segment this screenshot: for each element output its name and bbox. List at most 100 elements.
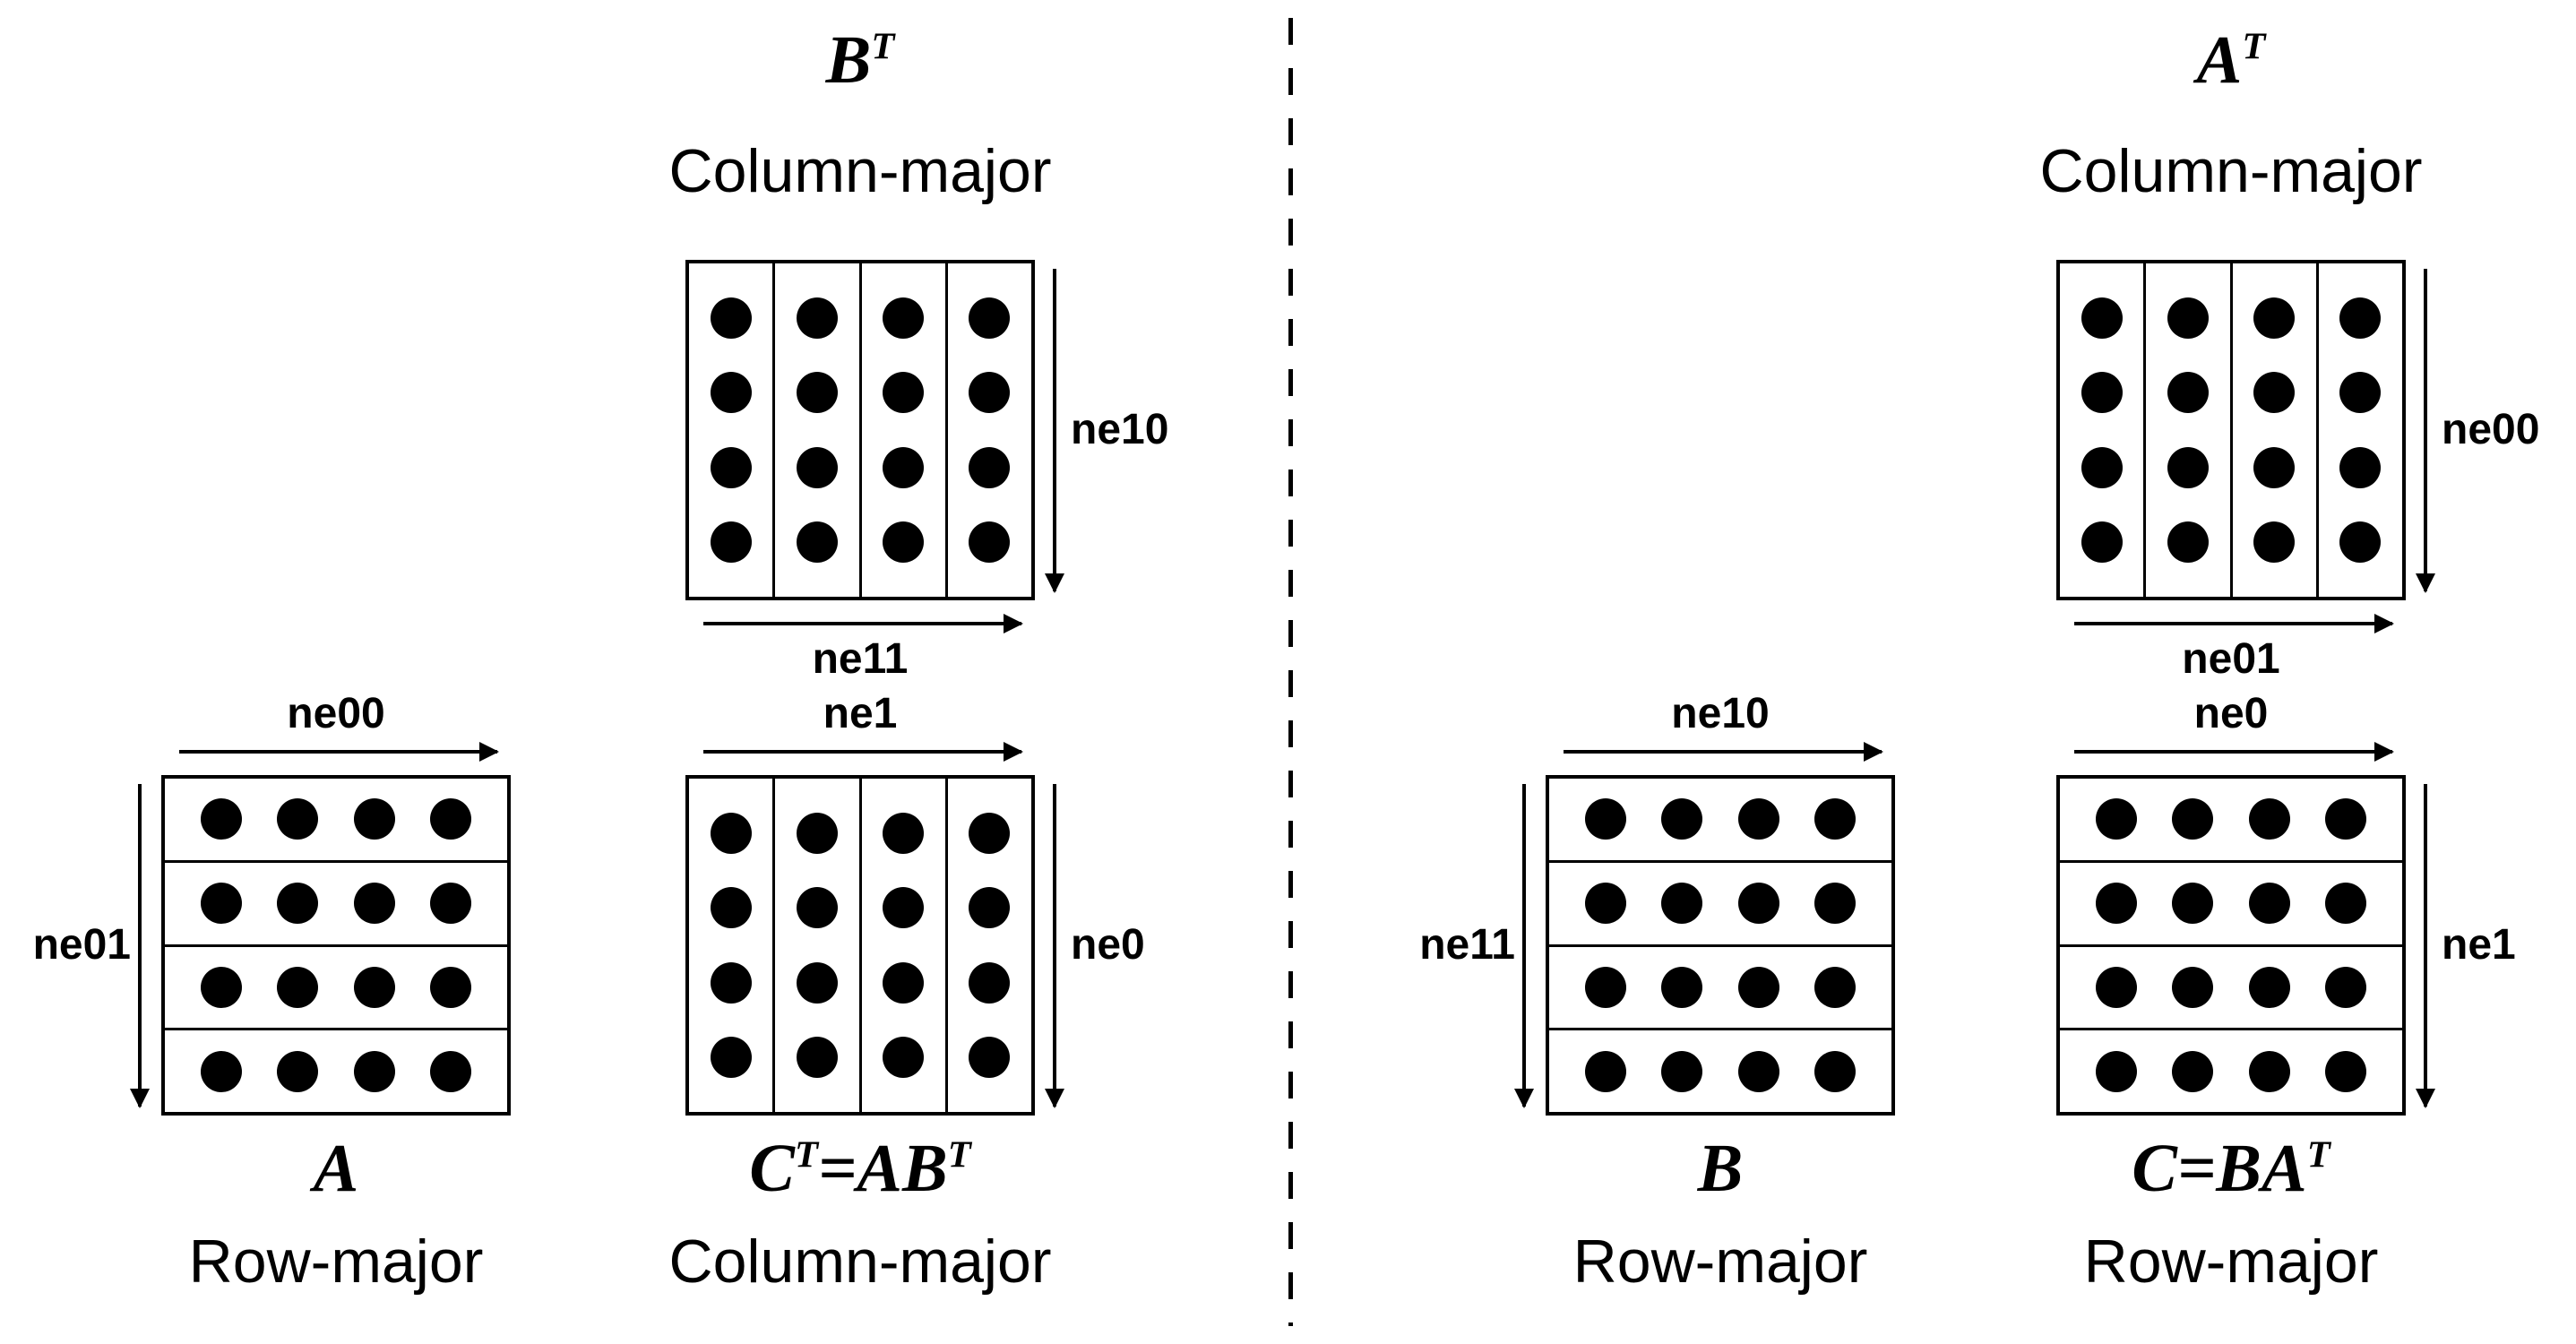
matrix-dot — [1737, 1050, 1779, 1092]
matrix-dot — [2167, 372, 2209, 414]
matrix-group-c-transpose: ne1 ne0 CT=ABT Column-major — [669, 691, 1145, 1294]
matrix-dot — [277, 798, 319, 840]
matrix-dot — [277, 883, 319, 925]
matrix-dot — [1814, 966, 1857, 1008]
matrix-cell — [1549, 943, 1891, 1029]
matrix-dot — [710, 297, 752, 339]
storage-label-a-transpose: Column-major — [2039, 137, 2423, 205]
matrix-cell — [858, 779, 945, 1112]
matrix-cell — [2143, 263, 2229, 597]
matrix-dot — [430, 1050, 472, 1092]
matrix-group-b-transpose: BT Column-major ne10 ne11 — [669, 22, 1169, 682]
matrix-dot — [883, 1037, 925, 1079]
matrix-dot — [200, 883, 242, 925]
matrix-dot — [1584, 966, 1626, 1008]
matrix-cell — [2229, 263, 2316, 597]
arrow-down-icon — [1053, 269, 1056, 591]
matrix-dot — [200, 966, 242, 1008]
matrix-cell — [165, 1028, 507, 1112]
matrix-dot — [969, 446, 1011, 488]
matrix-group-a-transpose: AT Column-major ne00 ne01 — [2040, 22, 2540, 682]
matrix-dot — [1661, 883, 1703, 925]
matrix-dot — [2325, 883, 2367, 925]
matrix-dot — [2167, 297, 2209, 339]
matrix-cell — [858, 263, 945, 597]
arrow-right-icon — [2074, 622, 2392, 625]
matrix-dot — [2339, 521, 2382, 564]
matrix-dot — [710, 887, 752, 929]
matrix-dot — [2081, 446, 2123, 488]
matrix-dot — [710, 961, 752, 1004]
matrix-dot — [200, 1050, 242, 1092]
axis-label-ne0: ne0 — [1071, 921, 1145, 969]
matrix-title-a: A — [313, 1131, 359, 1206]
matrix-dot — [1584, 798, 1626, 840]
arrow-down-icon — [2424, 784, 2427, 1107]
matrix-dot — [2095, 966, 2137, 1008]
matrix-dot — [2172, 883, 2214, 925]
matrix-dot — [883, 812, 925, 854]
matrix-dot — [2248, 798, 2290, 840]
matrix-dot — [710, 372, 752, 414]
matrix-dot — [2253, 521, 2296, 564]
matrix-dot — [1737, 883, 1779, 925]
axis-label-ne00: ne00 — [2442, 406, 2540, 453]
matrix-dot — [969, 521, 1011, 564]
storage-label-c-transpose: Column-major — [668, 1228, 1052, 1296]
matrix-dot — [969, 1037, 1011, 1079]
matrix-dot — [1814, 798, 1857, 840]
matrix-dot — [277, 1050, 319, 1092]
matrix-dot — [883, 961, 925, 1004]
matrix-dot — [353, 966, 395, 1008]
matrix-dot — [353, 1050, 395, 1092]
arrow-right-icon — [703, 622, 1021, 625]
matrix-dot — [969, 887, 1011, 929]
arrow-right-icon — [1564, 750, 1882, 754]
matrix-cell — [1549, 779, 1891, 860]
arrow-down-icon — [1053, 784, 1056, 1107]
matrix-dot — [2253, 372, 2296, 414]
arrow-down-icon — [138, 784, 142, 1107]
matrix-cell — [165, 943, 507, 1029]
matrix-dot — [883, 372, 925, 414]
matrix-dot — [710, 521, 752, 564]
axis-label-ne11: ne11 — [1419, 921, 1515, 969]
matrix-dot — [710, 446, 752, 488]
axis-label-ne01: ne01 — [32, 921, 131, 969]
matrix-dot — [883, 297, 925, 339]
matrix-dot — [1584, 1050, 1626, 1092]
matrix-c — [2056, 775, 2406, 1116]
matrix-dot — [430, 883, 472, 925]
arrow-down-icon — [2424, 269, 2427, 591]
matrix-dot — [2081, 297, 2123, 339]
axis-label-ne11: ne11 — [812, 635, 909, 683]
matrix-dot — [796, 446, 838, 488]
matrix-dot — [796, 961, 838, 1004]
matrix-dot — [353, 798, 395, 840]
matrix-dot — [883, 521, 925, 564]
matrix-cell — [944, 779, 1031, 1112]
matrix-dot — [2095, 798, 2137, 840]
matrix-dot — [1814, 883, 1857, 925]
matrix-dot — [2248, 966, 2290, 1008]
matrix-dot — [883, 887, 925, 929]
axis-label-ne1: ne1 — [2442, 921, 2516, 969]
matrix-a-transpose — [2056, 260, 2406, 600]
matrix-group-c: ne0 ne1 C=BAT Row-major — [2056, 691, 2516, 1294]
axis-label-ne01: ne01 — [2182, 635, 2280, 683]
matrix-dot — [710, 812, 752, 854]
matrix-cell — [1549, 859, 1891, 944]
axis-label-ne0: ne0 — [2193, 690, 2269, 737]
matrix-dot — [2248, 883, 2290, 925]
matrix-dot — [200, 798, 242, 840]
storage-label-b-transpose: Column-major — [668, 137, 1052, 205]
matrix-dot — [796, 297, 838, 339]
matrix-dot — [2339, 372, 2382, 414]
matrix-dot — [1737, 966, 1779, 1008]
matrix-dot — [2172, 798, 2214, 840]
matrix-dot — [2325, 966, 2367, 1008]
storage-label-a: Row-major — [188, 1228, 484, 1296]
storage-label-c: Row-major — [2083, 1228, 2379, 1296]
matrix-dot — [2081, 521, 2123, 564]
